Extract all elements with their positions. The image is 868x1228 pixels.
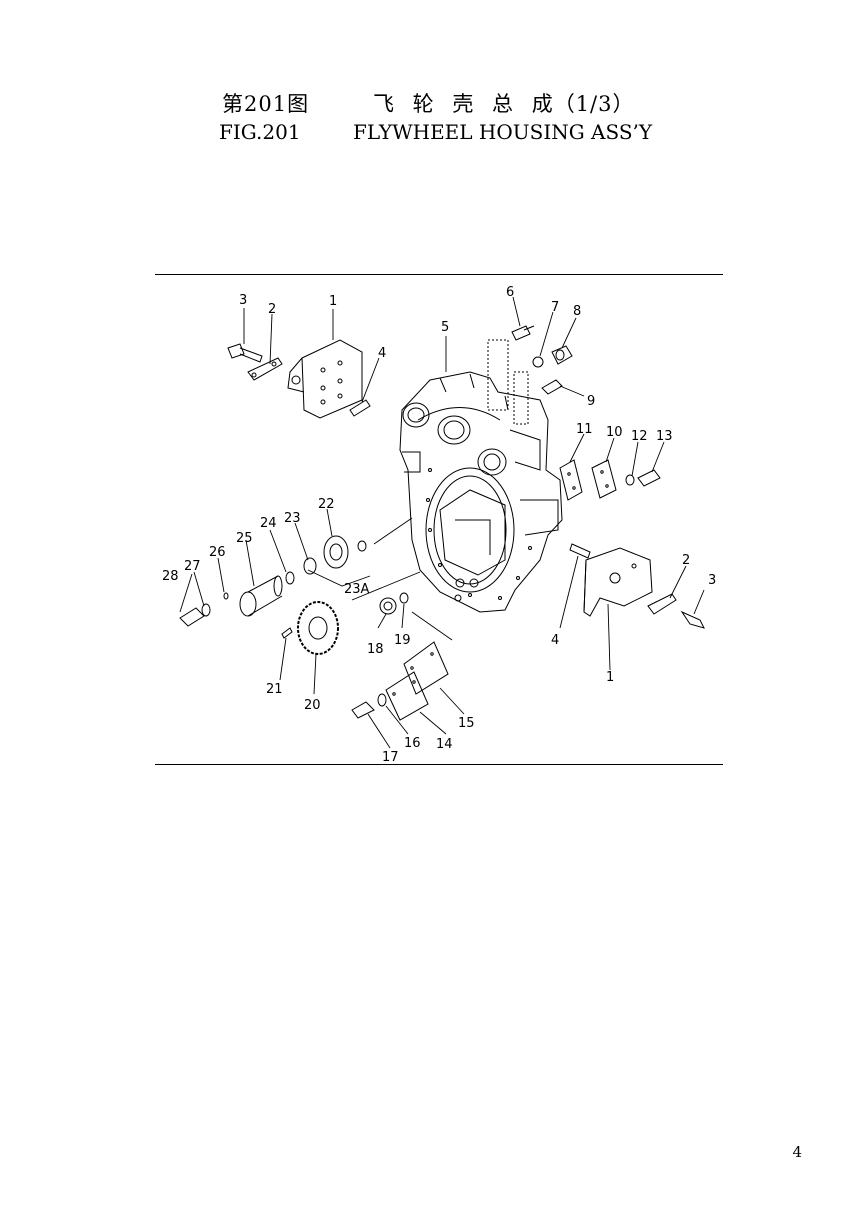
callout-3-lower: 3 xyxy=(708,573,716,588)
callout-19: 19 xyxy=(394,633,411,648)
gasket-10 xyxy=(591,459,617,499)
bearing-23 xyxy=(303,557,317,575)
figure-number-cn: 第201图 xyxy=(222,92,310,116)
plug-8 xyxy=(551,345,573,365)
bolt-3-lower xyxy=(680,610,705,629)
callout-27: 27 xyxy=(184,559,201,574)
o-ring-24 xyxy=(285,571,295,585)
pin-21 xyxy=(281,627,293,639)
bolt-17 xyxy=(351,701,375,719)
callout-12: 12 xyxy=(631,429,648,444)
callout-25: 25 xyxy=(236,531,253,546)
callout-13: 13 xyxy=(656,429,673,444)
callout-16: 16 xyxy=(404,736,421,751)
assembly-name-en: FLYWHEEL HOUSING ASS’Y xyxy=(353,120,653,144)
callout-9: 9 xyxy=(587,394,595,409)
callout-22: 22 xyxy=(318,497,335,512)
bolt-9 xyxy=(541,379,563,395)
o-ring-7 xyxy=(532,356,544,368)
bolt-13 xyxy=(637,469,661,487)
bottom-rule xyxy=(155,764,723,765)
gear-20 xyxy=(297,601,339,655)
callout-5: 5 xyxy=(441,320,449,335)
callout-8: 8 xyxy=(573,304,581,319)
bolt-28 xyxy=(179,607,205,627)
callout-28: 28 xyxy=(162,569,179,584)
callout-7: 7 xyxy=(551,300,559,315)
shaft-25 xyxy=(239,575,283,617)
figure-number-en: FIG.201 xyxy=(219,120,301,144)
bolt-3-upper xyxy=(227,343,263,363)
washer-27 xyxy=(201,603,211,617)
flywheel-housing-part-5 xyxy=(399,339,563,613)
callout-4-lower: 4 xyxy=(551,633,559,648)
callout-20: 20 xyxy=(304,698,321,713)
gasket-15 xyxy=(403,641,449,695)
callout-15: 15 xyxy=(458,716,475,731)
callout-6: 6 xyxy=(506,285,514,300)
callout-10: 10 xyxy=(606,425,623,440)
exploded-parts-diagram: 1 2 3 4 5 6 7 8 9 10 11 12 13 22 23 24 2… xyxy=(162,285,716,764)
page-number: 4 xyxy=(792,1143,802,1161)
o-ring-19 xyxy=(399,592,409,604)
engine-mount-bracket-left xyxy=(287,339,363,419)
washer-12 xyxy=(625,474,635,486)
callout-4-upper: 4 xyxy=(378,346,386,361)
engine-mount-bracket-right xyxy=(583,547,653,617)
bolt-6 xyxy=(511,325,535,341)
washer-16 xyxy=(377,693,387,707)
dowel-pin-4-upper xyxy=(349,399,371,417)
callout-1-upper: 1 xyxy=(329,294,337,309)
callout-2-lower: 2 xyxy=(682,553,690,568)
callout-23: 23 xyxy=(284,511,301,526)
assembly-name-cn: 飞 轮 壳 总 成（1/3） xyxy=(373,92,635,116)
callout-14: 14 xyxy=(436,737,453,752)
lock-plate-2-upper xyxy=(247,357,283,381)
callout-23a: 23A xyxy=(344,582,370,597)
callout-11: 11 xyxy=(576,422,593,437)
plug-18 xyxy=(379,597,397,615)
dowel-pin-4-lower xyxy=(569,543,591,559)
cover-11 xyxy=(559,459,583,501)
callout-26: 26 xyxy=(209,545,226,560)
top-rule xyxy=(155,274,723,275)
callout-1-lower: 1 xyxy=(606,670,614,685)
callout-3-upper: 3 xyxy=(239,293,247,308)
leader-lines xyxy=(179,296,705,749)
lock-plate-2-lower xyxy=(647,593,677,615)
pin-26 xyxy=(223,592,229,600)
callout-2-upper: 2 xyxy=(268,302,276,317)
callout-21: 21 xyxy=(266,682,283,697)
callout-numbers: 1 2 3 4 5 6 7 8 9 10 11 12 13 22 23 24 2… xyxy=(162,285,716,764)
callout-17: 17 xyxy=(382,750,399,764)
callout-18: 18 xyxy=(367,642,384,657)
idler-gear-22 xyxy=(323,535,349,569)
snap-ring-23a xyxy=(357,540,367,552)
callout-24: 24 xyxy=(260,516,277,531)
cover-14 xyxy=(385,671,429,721)
